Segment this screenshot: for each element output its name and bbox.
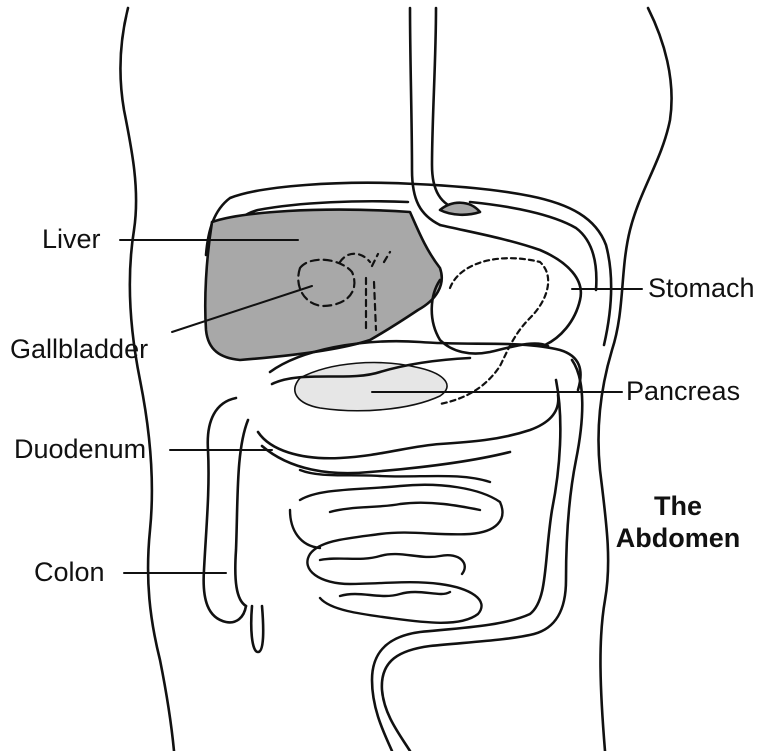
label-pancreas: Pancreas <box>626 378 740 405</box>
pancreas-shape <box>295 363 447 411</box>
diagram-title: The Abdomen <box>598 490 758 555</box>
title-line-1: The <box>598 490 758 522</box>
small-intestine <box>290 470 502 623</box>
colon-shape <box>204 360 583 751</box>
liver-shape <box>205 210 441 360</box>
stomach-shape <box>432 225 581 404</box>
label-gallbladder: Gallbladder <box>10 336 148 363</box>
title-line-2: Abdomen <box>598 522 758 554</box>
label-colon: Colon <box>34 559 105 586</box>
label-stomach: Stomach <box>648 275 755 302</box>
esophagus <box>410 8 460 225</box>
label-liver: Liver <box>42 226 101 253</box>
stomach-cap <box>440 203 480 215</box>
label-duodenum: Duodenum <box>14 436 146 463</box>
